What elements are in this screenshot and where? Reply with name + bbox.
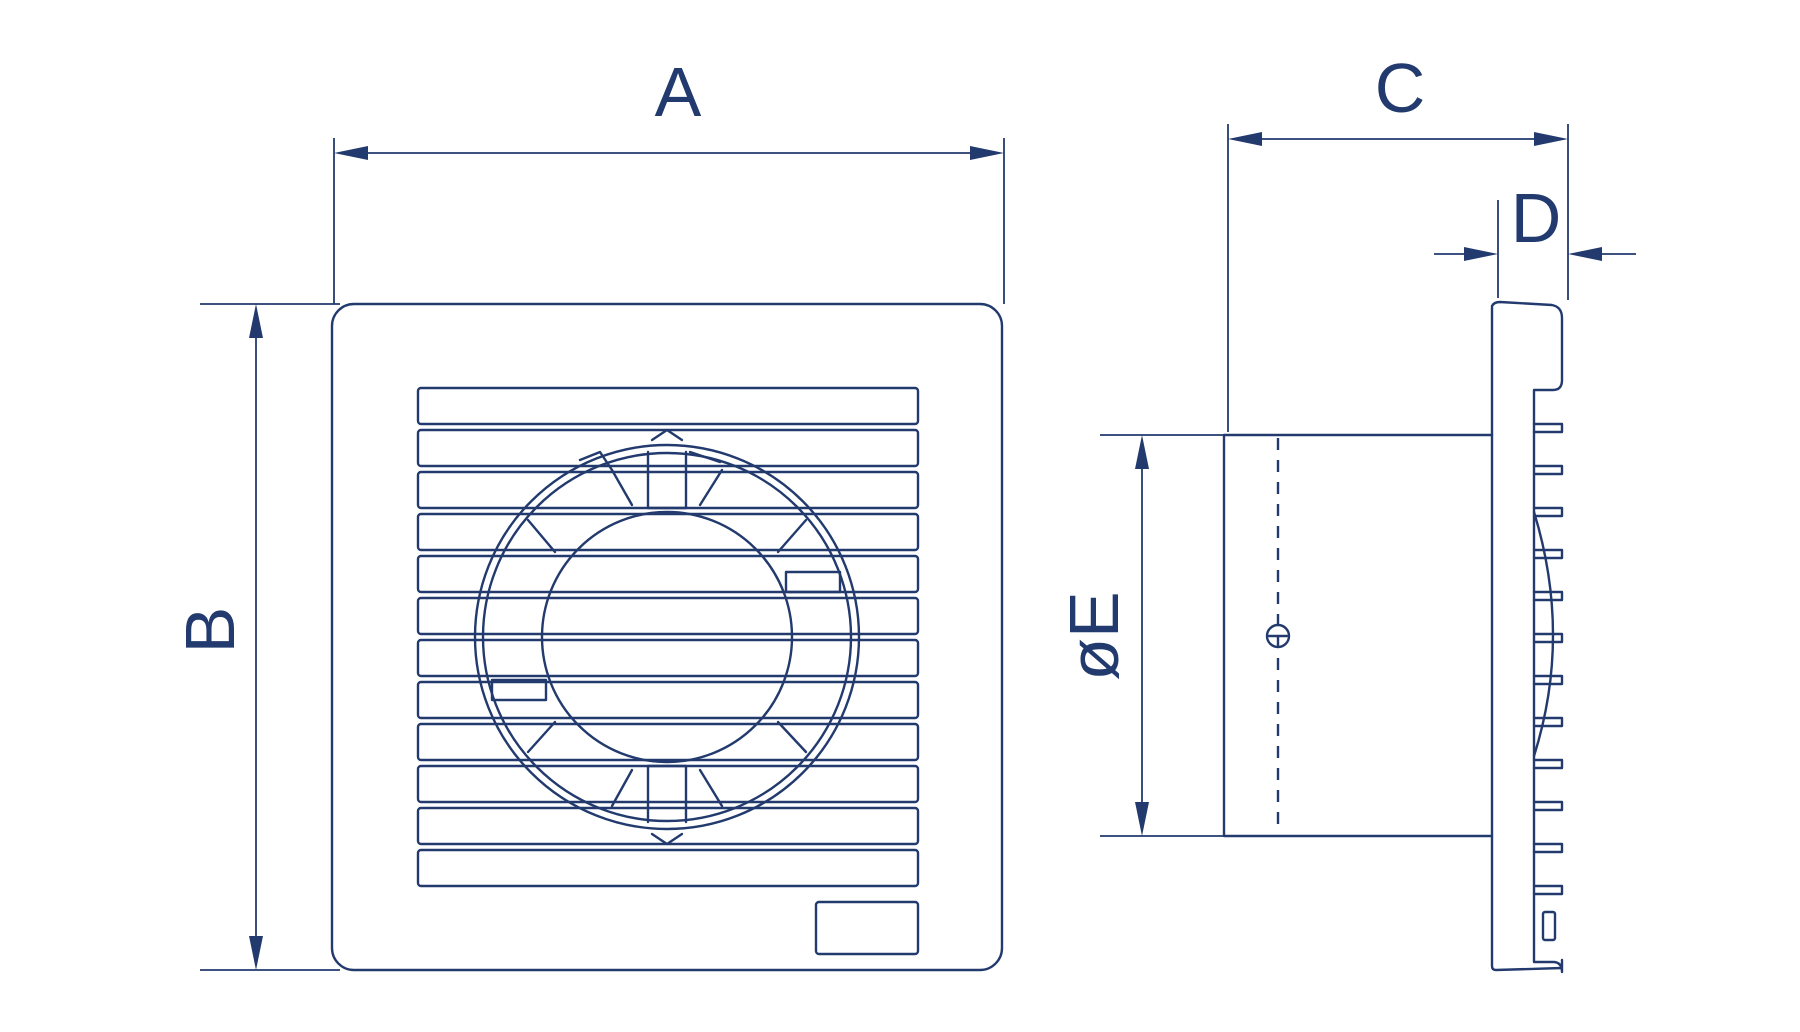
label-d: D — [1511, 179, 1562, 257]
side-view — [1222, 300, 1564, 974]
switch-indicator — [814, 900, 920, 956]
dimension-d: D — [1434, 179, 1636, 298]
label-a: A — [655, 53, 702, 131]
front-view — [330, 302, 1004, 972]
screw-icon — [1265, 623, 1291, 649]
dimension-e: øE — [1055, 434, 1224, 837]
side-switch-slot — [1541, 910, 1557, 942]
label-b: B — [171, 607, 249, 654]
dimension-a: A — [333, 53, 1005, 304]
label-c: C — [1375, 49, 1426, 127]
dimension-b: B — [171, 303, 340, 971]
flange-profile — [1490, 300, 1564, 974]
label-e: øE — [1055, 591, 1133, 680]
dimension-c: C — [1227, 49, 1569, 432]
spigot — [1222, 433, 1494, 838]
fan-impeller — [473, 428, 861, 846]
grille-louvres — [416, 386, 920, 888]
front-panel — [330, 302, 1004, 972]
flange-louvres — [1532, 422, 1564, 896]
